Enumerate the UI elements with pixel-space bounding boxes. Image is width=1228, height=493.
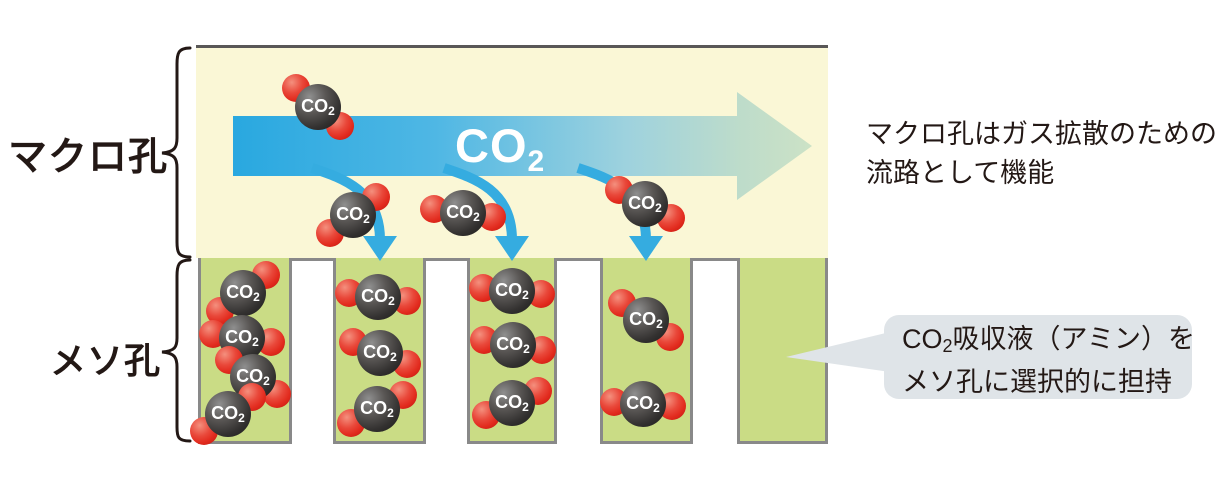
molecule-co2-label: CO2: [629, 309, 663, 331]
down-arrow-head: [629, 236, 663, 261]
gas-arrow-co2-prefix: CO: [455, 119, 528, 172]
molecule-co2-label: CO2: [495, 280, 529, 302]
macropore-brace: [161, 46, 192, 259]
molecule-co2-label: CO2: [226, 282, 260, 304]
macropore-top-border: [196, 45, 828, 48]
callout-line1-rest: 吸収液（アミン）を: [952, 324, 1195, 354]
carbon-atom: CO2: [355, 274, 401, 320]
molecule-co2-label: CO2: [446, 202, 480, 224]
gas-flow-arrow: [233, 92, 812, 200]
molecule-co2-label: CO2: [628, 193, 662, 215]
carbon-atom: CO2: [220, 270, 266, 316]
co2-molecule: CO2: [339, 313, 421, 393]
molecule-co2-label: CO2: [363, 342, 397, 364]
molecule-co2-label: CO2: [301, 96, 335, 118]
carbon-atom: CO2: [354, 386, 400, 432]
molecule-co2-label: CO2: [211, 403, 245, 425]
molecule-co2-label: CO2: [495, 392, 529, 414]
molecule-co2-label: CO2: [336, 204, 370, 226]
co2-molecule: CO2: [470, 305, 556, 385]
down-arrow-head: [495, 236, 529, 261]
co2-molecule: CO2: [313, 175, 393, 255]
mesopore-slot-top-border: [554, 258, 603, 261]
carbon-atom: CO2: [489, 380, 535, 426]
molecule-co2-label: CO2: [225, 327, 259, 349]
carbon-atom: CO2: [205, 391, 251, 437]
molecule-co2-label: CO2: [496, 334, 530, 356]
co2-molecule: CO2: [335, 257, 421, 337]
carbon-atom: CO2: [330, 192, 376, 238]
down-arrow-curve: [310, 163, 385, 241]
macropore-label: マクロ孔: [8, 136, 169, 179]
gas-arrow-co2-label: CO2: [455, 118, 544, 179]
down-arrow-head: [363, 236, 397, 261]
callout-tail: [786, 332, 890, 372]
down-arrow-curve: [442, 163, 517, 241]
carbon-atom: CO2: [357, 330, 403, 376]
co2-molecule: CO2: [278, 67, 358, 147]
gas-arrow-co2-subscript: 2: [527, 145, 545, 178]
callout-co2-prefix: CO: [902, 324, 943, 354]
co2-molecule: CO2: [605, 164, 685, 244]
macropore-note-line2: 流路として機能: [866, 158, 1055, 188]
molecule-co2-label: CO2: [626, 393, 660, 415]
carbon-atom: CO2: [623, 297, 669, 343]
co2-molecule: CO2: [469, 251, 555, 331]
macropore-note: マクロ孔はガス拡散のための 流路として機能: [866, 115, 1217, 193]
callout-line2: メソ孔に選択的に担持: [902, 367, 1172, 397]
carbon-atom: CO2: [622, 181, 668, 227]
mesopore-label: メソ孔: [50, 340, 162, 381]
carbon-atom: CO2: [440, 190, 486, 236]
molecule-co2-label: CO2: [236, 366, 270, 388]
callout-bubble: CO2吸収液（アミン）を メソ孔に選択的に担持: [884, 315, 1195, 399]
carbon-atom: CO2: [489, 268, 535, 314]
callout-line1: CO2吸収液（アミン）を: [902, 321, 1195, 364]
co2-molecule: CO2: [471, 363, 553, 443]
carbon-atom: CO2: [490, 322, 536, 368]
carbon-atom: CO2: [620, 381, 666, 427]
molecule-co2-label: CO2: [360, 398, 394, 420]
macropore-note-line1: マクロ孔はガス拡散のための: [866, 119, 1217, 149]
mesopore-slot-top-border: [690, 258, 740, 261]
callout-co2-subscript: 2: [942, 336, 953, 356]
mesopore-slot-top-border: [423, 258, 470, 261]
co2-molecule: CO2: [188, 374, 268, 454]
carbon-atom: CO2: [295, 84, 341, 130]
mesopore-slot-top-border: [289, 258, 336, 261]
co2-molecule: CO2: [337, 369, 417, 449]
co2-molecule: CO2: [606, 280, 686, 360]
co2-molecule: CO2: [420, 173, 506, 253]
co2-molecule: CO2: [600, 364, 686, 444]
molecule-co2-label: CO2: [361, 286, 395, 308]
mesopore-brace: [161, 258, 192, 443]
